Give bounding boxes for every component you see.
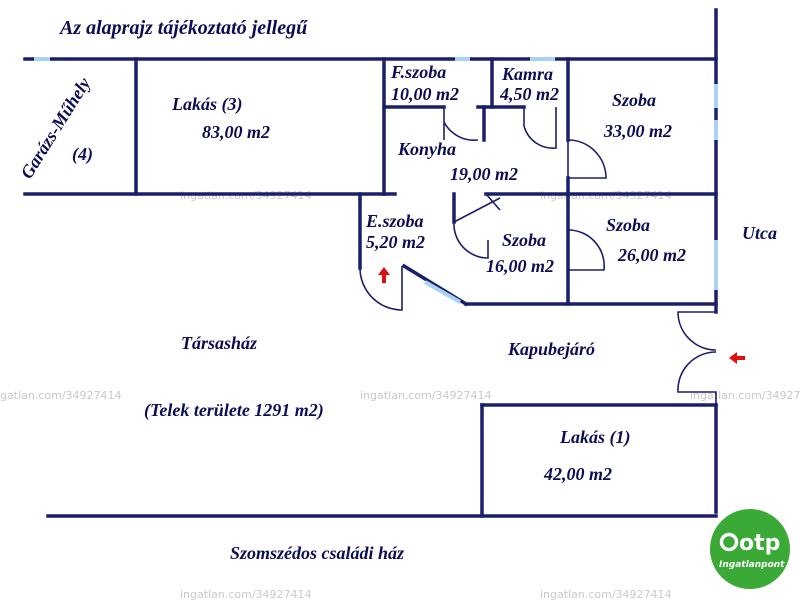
room-eszoba-name: E.szoba — [365, 211, 424, 231]
watermark: ingatlan.com/34927414 — [690, 389, 800, 402]
room-konyha-name: Konyha — [397, 139, 456, 159]
room-lakas3-name: Lakás (3) — [171, 94, 243, 115]
door-szoba-e — [567, 229, 606, 271]
room-garazs-name: Garázs-Műhely — [16, 73, 94, 182]
room-eszoba-area: 5,20 m2 — [366, 232, 425, 252]
room-szoba-mid-name: Szoba — [502, 230, 546, 250]
room-szoba-ne-area: 33,00 m2 — [603, 121, 672, 141]
gate-arrow — [729, 352, 745, 364]
otp-logo-ring-icon — [719, 532, 739, 552]
otp-logo-main: otp — [739, 531, 780, 556]
room-lakas1-name: Lakás (1) — [559, 427, 631, 448]
door-kamra — [523, 107, 557, 149]
entrance-arrow — [378, 267, 390, 283]
room-szoba-e-area: 26,00 m2 — [617, 245, 686, 265]
room-konyha-area: 19,00 m2 — [450, 164, 518, 184]
room-fszoba-area: 10,00 m2 — [391, 84, 459, 104]
plan-title: Az alaprajz tájékoztató jellegű — [58, 17, 308, 39]
szomszedos-label: Szomszédos családi ház — [230, 543, 404, 563]
room-kamra-area: 4,50 m2 — [499, 84, 559, 104]
door-konyha — [453, 221, 489, 259]
otp-logo-sub: Ingatlanpont — [719, 560, 785, 570]
door-kapubejaro — [677, 311, 717, 405]
room-kamra-name: Kamra — [501, 64, 553, 84]
room-lakas1-area: 42,00 m2 — [543, 464, 612, 484]
watermark: ingatlan.com/34927414 — [360, 389, 492, 402]
door-szoba-mid — [453, 193, 501, 223]
door-szoba-ne — [567, 139, 607, 179]
watermark: ingatlan.com/34927414 — [540, 588, 672, 600]
telek-label: (Telek területe 1291 m2) — [144, 400, 324, 421]
watermark: ingatlan.com/34927414 — [180, 588, 312, 600]
labels: Az alaprajz tájékoztató jellegű Garázs-M… — [16, 17, 777, 563]
window — [424, 280, 461, 304]
utca-label: Utca — [742, 223, 777, 243]
room-szoba-e-name: Szoba — [606, 215, 650, 235]
door-fszoba — [443, 107, 479, 142]
door-entrance — [359, 266, 403, 311]
room-szoba-ne-name: Szoba — [612, 90, 656, 110]
room-lakas3-area: 83,00 m2 — [202, 122, 270, 142]
doors — [359, 107, 717, 405]
walls — [23, 8, 718, 518]
room-fszoba-name: F.szoba — [390, 62, 446, 82]
watermark: ingatlan.com/34927414 — [0, 389, 122, 402]
windows — [34, 57, 718, 304]
otp-logo: otp Ingatlanpont — [710, 509, 790, 589]
kapubejaro-label: Kapubejáró — [507, 339, 595, 359]
tarsashaz-label: Társasház — [181, 333, 257, 353]
room-garazs-num: (4) — [72, 144, 93, 165]
otp-logo-circle — [710, 509, 790, 589]
room-szoba-mid-area: 16,00 m2 — [486, 256, 554, 276]
